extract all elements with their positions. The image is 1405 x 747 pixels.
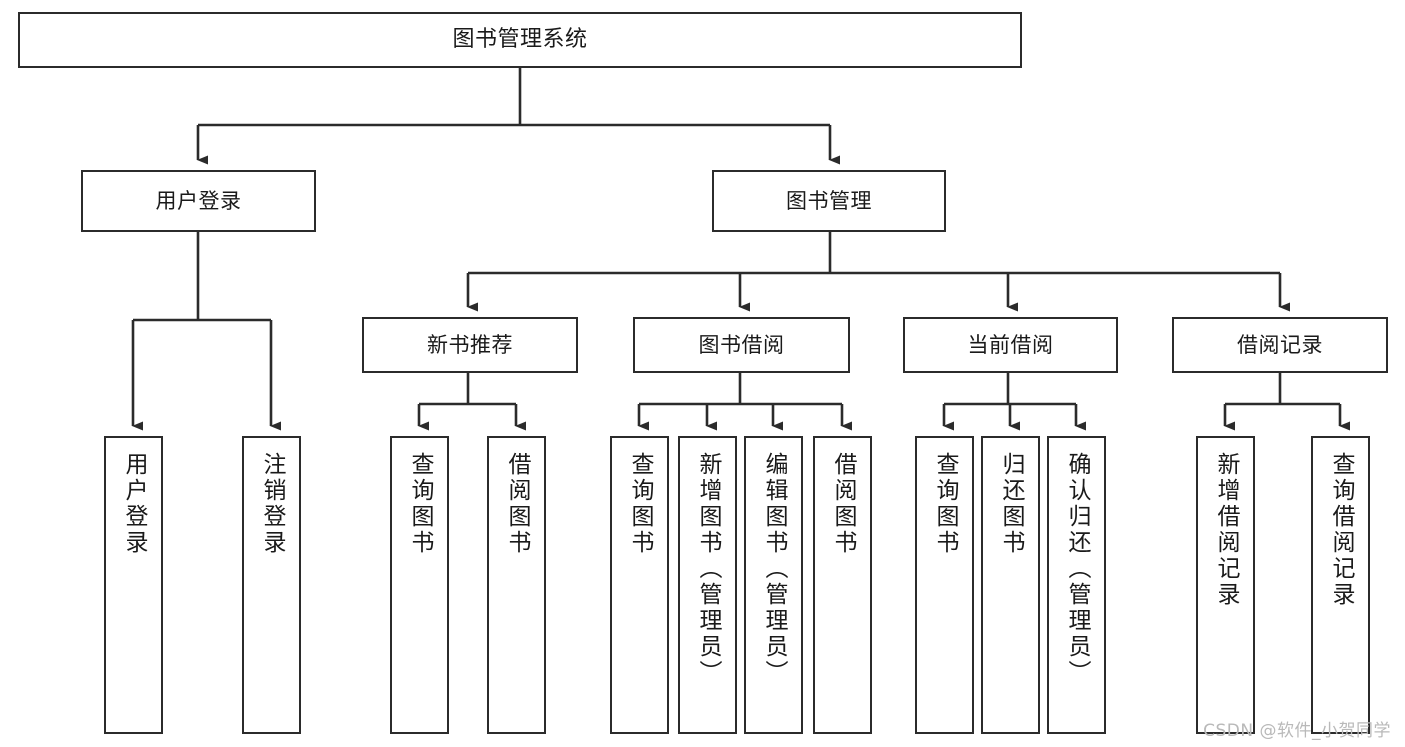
node-label: 新增借阅记录 [1213, 452, 1239, 608]
node-label: 用户登录 [155, 188, 242, 213]
node-leaf-add-borrow-record[interactable]: 新增借阅记录 [1196, 436, 1255, 734]
node-label: 借阅图书 [504, 452, 530, 556]
node-borrow-record[interactable]: 借阅记录 [1172, 317, 1388, 373]
node-label: 新增图书（管理员） [695, 452, 721, 686]
node-leaf-add-book-admin[interactable]: 新增图书（管理员） [678, 436, 737, 734]
node-label: 用户登录 [121, 452, 147, 556]
node-label: 新书推荐 [427, 332, 513, 357]
node-label: 注销登录 [259, 452, 285, 556]
node-label: 当前借阅 [967, 332, 1054, 357]
watermark-text: CSDN @软件_小贺同学 [1203, 721, 1391, 741]
node-leaf-query-book-current[interactable]: 查询图书 [915, 436, 974, 734]
node-leaf-edit-book-admin[interactable]: 编辑图书（管理员） [744, 436, 803, 734]
node-leaf-borrow-book-recommend[interactable]: 借阅图书 [487, 436, 546, 734]
node-leaf-query-borrow-record[interactable]: 查询借阅记录 [1311, 436, 1370, 734]
node-book-management[interactable]: 图书管理 [712, 170, 946, 232]
node-label: 查询图书 [407, 452, 433, 556]
node-leaf-query-book-borrow[interactable]: 查询图书 [610, 436, 669, 734]
node-user-login[interactable]: 用户登录 [81, 170, 316, 232]
node-leaf-return-book[interactable]: 归还图书 [981, 436, 1040, 734]
node-label: 确认归还（管理员） [1064, 452, 1090, 686]
node-leaf-confirm-return-admin[interactable]: 确认归还（管理员） [1047, 436, 1106, 734]
node-label: 查询图书 [627, 452, 653, 556]
node-leaf-user-login[interactable]: 用户登录 [104, 436, 163, 734]
node-label: 编辑图书（管理员） [761, 452, 787, 686]
node-label: 查询借阅记录 [1328, 452, 1354, 608]
node-label: 归还图书 [998, 452, 1024, 556]
node-leaf-borrow-book[interactable]: 借阅图书 [813, 436, 872, 734]
node-label: 图书管理 [786, 188, 872, 213]
node-current-borrow[interactable]: 当前借阅 [903, 317, 1118, 373]
node-leaf-logout[interactable]: 注销登录 [242, 436, 301, 734]
node-label: 图书借阅 [698, 332, 785, 357]
node-label: 图书管理系统 [452, 27, 588, 53]
node-book-borrow[interactable]: 图书借阅 [633, 317, 850, 373]
node-label: 借阅图书 [830, 452, 856, 556]
node-leaf-query-book-recommend[interactable]: 查询图书 [390, 436, 449, 734]
node-new-book-recommend[interactable]: 新书推荐 [362, 317, 578, 373]
node-root-book-management-system[interactable]: 图书管理系统 [18, 12, 1022, 68]
node-label: 查询图书 [932, 452, 958, 556]
node-label: 借阅记录 [1237, 332, 1323, 357]
